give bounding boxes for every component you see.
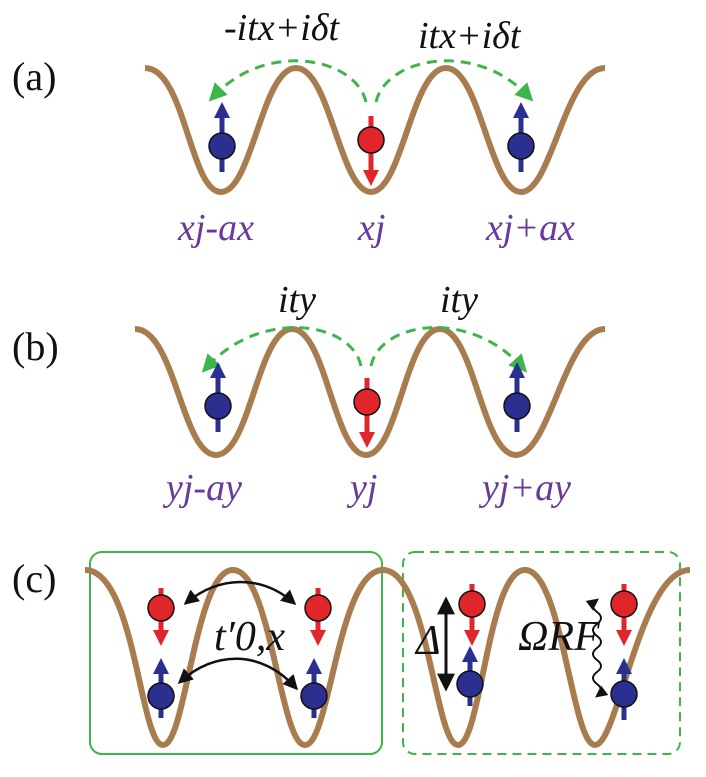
panel-b: (b) ity ity yj-ay yj yj+ay [12, 279, 606, 509]
spin-down-4-c [610, 584, 638, 647]
panel-c: (c) t′0,x [12, 551, 691, 755]
solid-box-c [89, 551, 383, 755]
hop-label-right-b: ity [440, 279, 478, 321]
hop-label-left-a: -itx+iδt [224, 7, 341, 49]
spin-up-right-a [507, 101, 535, 172]
spin-up-4-c [610, 657, 638, 720]
spin-down-center-a [357, 116, 385, 187]
spin-up-right-b [503, 361, 531, 432]
site-label-right-b: yj+ay [478, 467, 571, 509]
site-label-center-b: yj [346, 467, 377, 509]
hop-arrow-right-a [374, 59, 534, 103]
spin-up-1-c [147, 657, 175, 718]
hop-label-right-a: itx+iδt [418, 15, 522, 57]
panel-c-label: (c) [12, 556, 56, 601]
tunnel-arrow-top-c [183, 580, 297, 605]
hop-arrow-left-b [201, 326, 363, 373]
potential-curve-c [84, 566, 691, 749]
spin-up-left-b [204, 361, 232, 432]
spin-up-2-c [300, 657, 328, 718]
hop-arrow-left-a [208, 59, 368, 103]
tunneling-label-c: t′0,x [214, 614, 285, 660]
hop-label-left-b: ity [278, 279, 316, 321]
site-label-left-a: xj-ax [177, 207, 254, 249]
panel-b-label: (b) [12, 324, 59, 369]
spin-up-3-c [456, 645, 484, 706]
spin-down-2-c [304, 588, 332, 647]
tunnel-arrow-bottom-c [177, 657, 299, 691]
potential-curve-a [144, 64, 606, 196]
delta-label-c: Δ [414, 618, 441, 664]
spin-up-left-a [208, 101, 236, 172]
panel-a: (a) -itx+iδt itx+iδt xj-ax xj xj+ax [12, 7, 606, 249]
hop-arrow-right-b [369, 326, 528, 373]
site-label-right-a: xj+ax [485, 207, 575, 249]
spin-down-1-c [147, 588, 175, 647]
panel-a-label: (a) [12, 54, 56, 99]
spin-down-3-c [458, 584, 486, 647]
rf-wavy-arrow-c [585, 598, 609, 698]
potential-curve-b [134, 325, 606, 459]
omega-label-c: ΩRF [518, 614, 600, 660]
dashed-box-c [402, 551, 681, 755]
spin-down-center-b [353, 378, 381, 449]
site-label-left-b: yj-ay [162, 467, 242, 509]
site-label-center-a: xj [357, 207, 385, 249]
